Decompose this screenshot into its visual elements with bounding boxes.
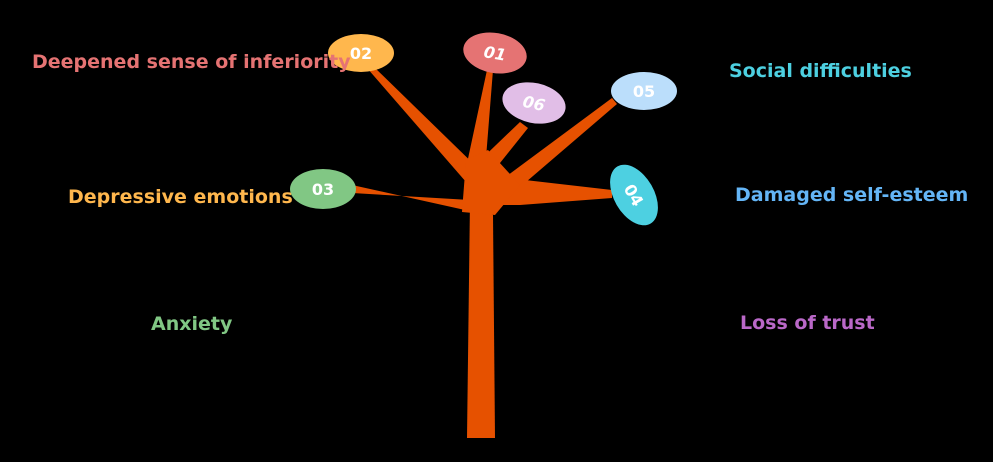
branch-05 [488, 98, 617, 194]
branch-03 [352, 185, 474, 212]
tree-trunk [467, 200, 495, 438]
label-depressive-emotions: Depressive emotions [68, 186, 293, 208]
branch-04 [500, 180, 612, 205]
leaf-04-bubble [610, 164, 658, 226]
leaf-06-number: 06 [521, 92, 547, 115]
leaf-03-number: 03 [312, 180, 334, 199]
label-deepened-sense-of-inferiority: Deepened sense of inferiority [32, 51, 351, 73]
leaf-02-bubble [328, 34, 394, 72]
leaf-05-bubble [611, 72, 677, 110]
branch-02 [367, 66, 488, 190]
tree-crown [462, 150, 520, 215]
label-loss-of-trust: Loss of trust [740, 312, 875, 334]
leaf-01-bubble [463, 32, 527, 74]
leaf-05: 05 [611, 72, 677, 110]
leaf-01: 01 [463, 32, 527, 74]
label-damaged-self-esteem: Damaged self-esteem [735, 184, 969, 206]
leaf-06-bubble [502, 82, 566, 124]
branch-01 [466, 70, 493, 168]
leaf-01-number: 01 [482, 42, 507, 65]
leaf-05-number: 05 [633, 82, 655, 101]
label-social-difficulties: Social difficulties [729, 60, 912, 82]
label-anxiety: Anxiety [151, 313, 233, 335]
leaf-04: 04 [610, 164, 658, 226]
leaf-02-number: 02 [350, 44, 372, 63]
leaf-03: 03 [290, 169, 356, 209]
tree-trunk-and-branches [352, 66, 617, 438]
leaf-02: 02 [328, 34, 394, 72]
leaf-06: 06 [502, 82, 566, 124]
leaf-03-bubble [290, 169, 356, 209]
